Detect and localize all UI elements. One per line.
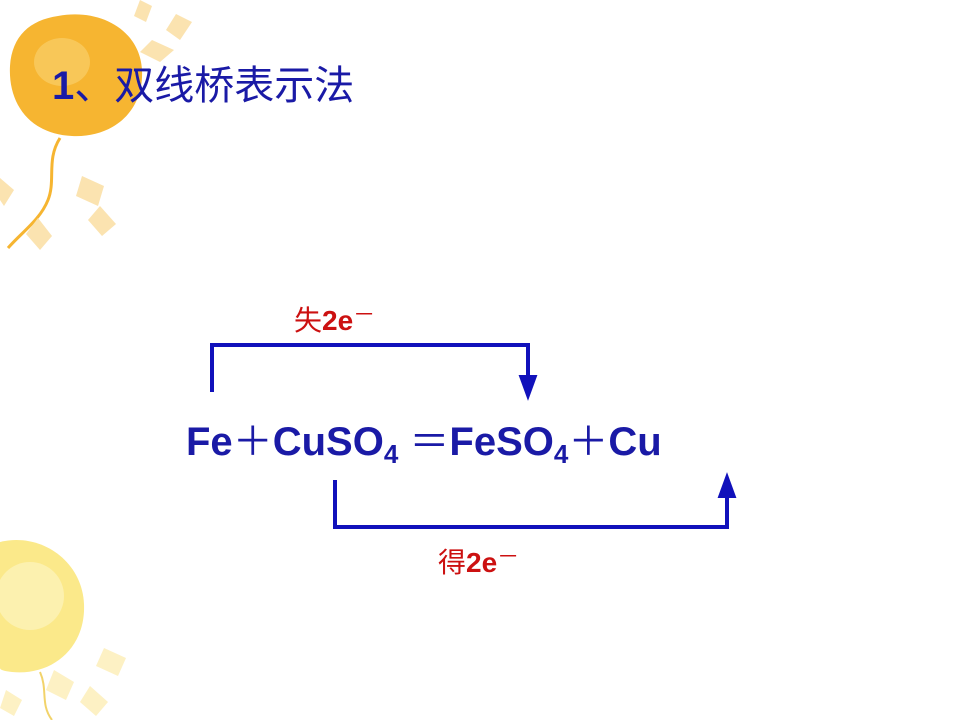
title-number: 1 — [52, 64, 75, 108]
gain-electron-count: 2e — [466, 547, 498, 578]
gain-electrons-label: 得2e－ — [438, 540, 519, 581]
lose-prefix: 失 — [294, 304, 323, 337]
balloon-yellow-icon — [0, 539, 126, 720]
gain-charge: － — [497, 545, 520, 570]
equals-sign: ＝ — [409, 419, 450, 465]
reactant-cuso4: CuSO4 — [272, 420, 399, 469]
reactant-fe: Fe — [186, 420, 233, 464]
gain-electron-arrow — [333, 472, 737, 529]
balloon-orange-icon — [0, 0, 192, 250]
product-cu: Cu — [608, 420, 662, 464]
plus-sign-1: ＋ — [232, 419, 273, 465]
lose-electrons-label: 失2e－ — [294, 298, 375, 339]
lose-charge: － — [353, 303, 376, 328]
lose-electron-arrow — [210, 343, 538, 401]
page-title: 1、双线桥表示法 — [52, 58, 354, 114]
plus-sign-2: ＋ — [568, 419, 609, 465]
gain-prefix: 得 — [438, 546, 467, 579]
lose-electron-count: 2e — [322, 305, 354, 336]
product-feso4: FeSO4 — [449, 420, 569, 469]
title-text: 、双线桥表示法 — [74, 63, 355, 109]
chemical-equation: Fe＋CuSO4 ＝FeSO4＋Cu — [186, 414, 662, 470]
